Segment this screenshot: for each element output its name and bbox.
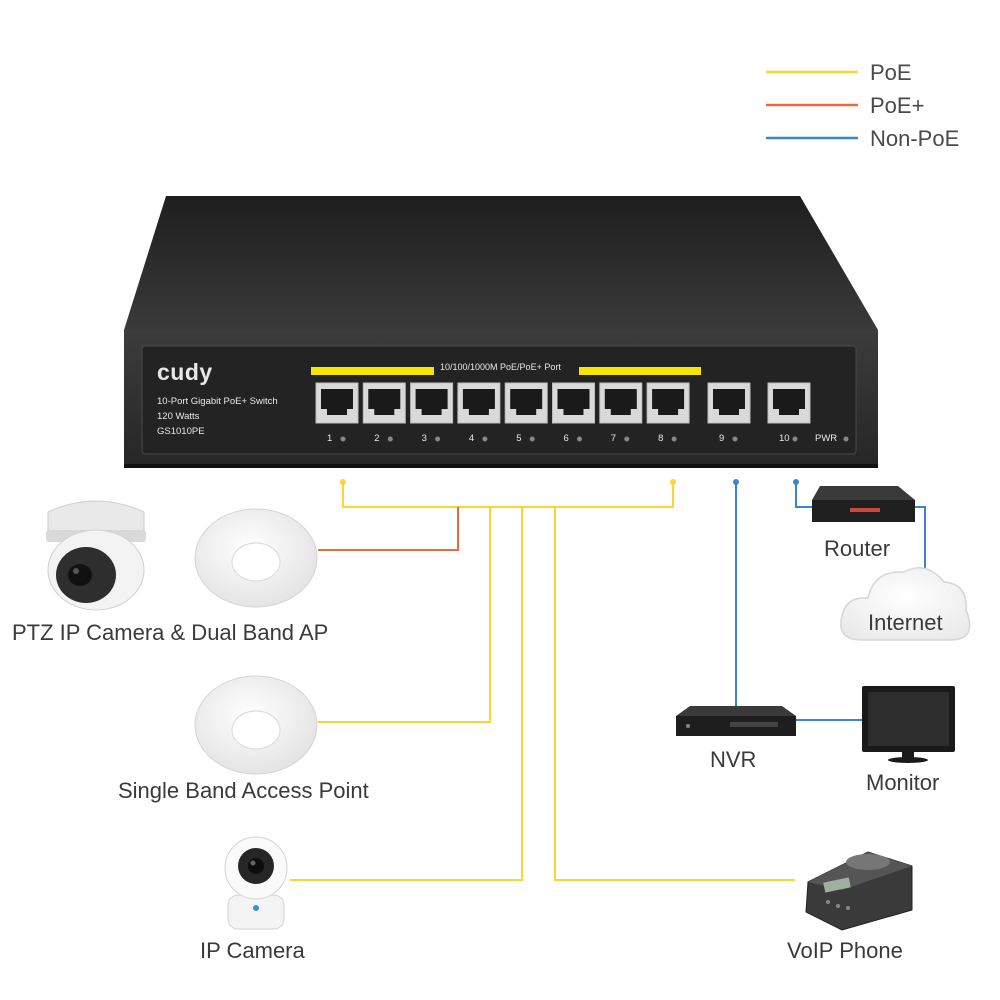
port-number: 5 (516, 433, 522, 444)
ethernet-port-socket (773, 389, 805, 415)
ethernet-port-socket (510, 389, 543, 415)
switch-brand-logo: cudy (157, 359, 213, 385)
port-number: 3 (421, 433, 427, 444)
single-ap-label: Single Band Access Point (118, 778, 369, 803)
monitor-label: Monitor (866, 770, 940, 795)
ethernet-port-socket (713, 389, 745, 415)
ip-camera-icon (224, 836, 288, 930)
poe-cable-ip-camera (290, 507, 523, 881)
port-led (435, 436, 441, 442)
port-number: 4 (468, 433, 475, 444)
router-icon (812, 486, 915, 522)
nvr-icon (676, 706, 796, 736)
port-number: 6 (563, 433, 569, 444)
port-led (732, 436, 738, 442)
ethernet-port-socket (652, 389, 685, 415)
ethernet-port-socket (368, 389, 401, 415)
switch-model: GS1010PE (157, 426, 205, 437)
ethernet-port-socket (462, 389, 495, 415)
legend-non-poe-label: Non-PoE (870, 126, 960, 151)
poe-switch (124, 196, 878, 468)
port-led (529, 436, 535, 442)
ptz-camera-icon (46, 500, 146, 611)
nvr-label: NVR (710, 747, 757, 772)
single-band-ap-icon (194, 675, 318, 775)
non-poe-cable-internet (915, 506, 926, 575)
voip-phone-icon (805, 851, 913, 931)
poe-cable-single-ap (318, 507, 491, 723)
ethernet-port-socket (415, 389, 448, 415)
port-led (792, 436, 798, 442)
poe-cable-port1 (342, 480, 674, 508)
legend (766, 70, 858, 140)
poe-cable-voip (554, 507, 795, 881)
ports (315, 382, 811, 442)
poe-plus-cable-ptz-ap (318, 507, 459, 551)
pwr-led (843, 436, 849, 442)
port-band-label: 10/100/1000M PoE/PoE+ Port (440, 362, 561, 372)
voip-label: VoIP Phone (787, 938, 903, 963)
ptz-ap-label: PTZ IP Camera & Dual Band AP (12, 620, 329, 645)
ethernet-port-socket (557, 389, 590, 415)
cables (290, 479, 926, 881)
port-led (387, 436, 393, 442)
port-number: 2 (374, 433, 380, 444)
ip-camera-label: IP Camera (200, 938, 305, 963)
port-number: 8 (658, 433, 664, 444)
router-label: Router (824, 536, 891, 561)
ethernet-port-socket (604, 389, 637, 415)
switch-power: 120 Watts (157, 411, 200, 422)
ethernet-port-socket (321, 389, 353, 415)
port-number: 7 (610, 433, 617, 444)
switch-description: 10-Port Gigabit PoE+ Switch (157, 396, 278, 407)
port-led (482, 436, 488, 442)
non-poe-cable-router (795, 482, 812, 508)
port-number: 1 (327, 433, 333, 444)
legend-poe-plus-label: PoE+ (870, 93, 925, 118)
internet-cloud-icon (840, 567, 971, 641)
pwr-label: PWR (815, 433, 838, 444)
legend-poe-label: PoE (870, 60, 912, 85)
internet-label: Internet (868, 610, 943, 635)
switch-top-face (124, 196, 878, 330)
port-led (671, 436, 677, 442)
dual-band-ap-icon (194, 508, 318, 608)
monitor-icon (862, 686, 955, 763)
port-led (624, 436, 630, 442)
port-led (340, 436, 346, 442)
port-number: 9 (719, 433, 725, 444)
port-number: 10 (779, 433, 790, 444)
port-led (577, 436, 582, 442)
